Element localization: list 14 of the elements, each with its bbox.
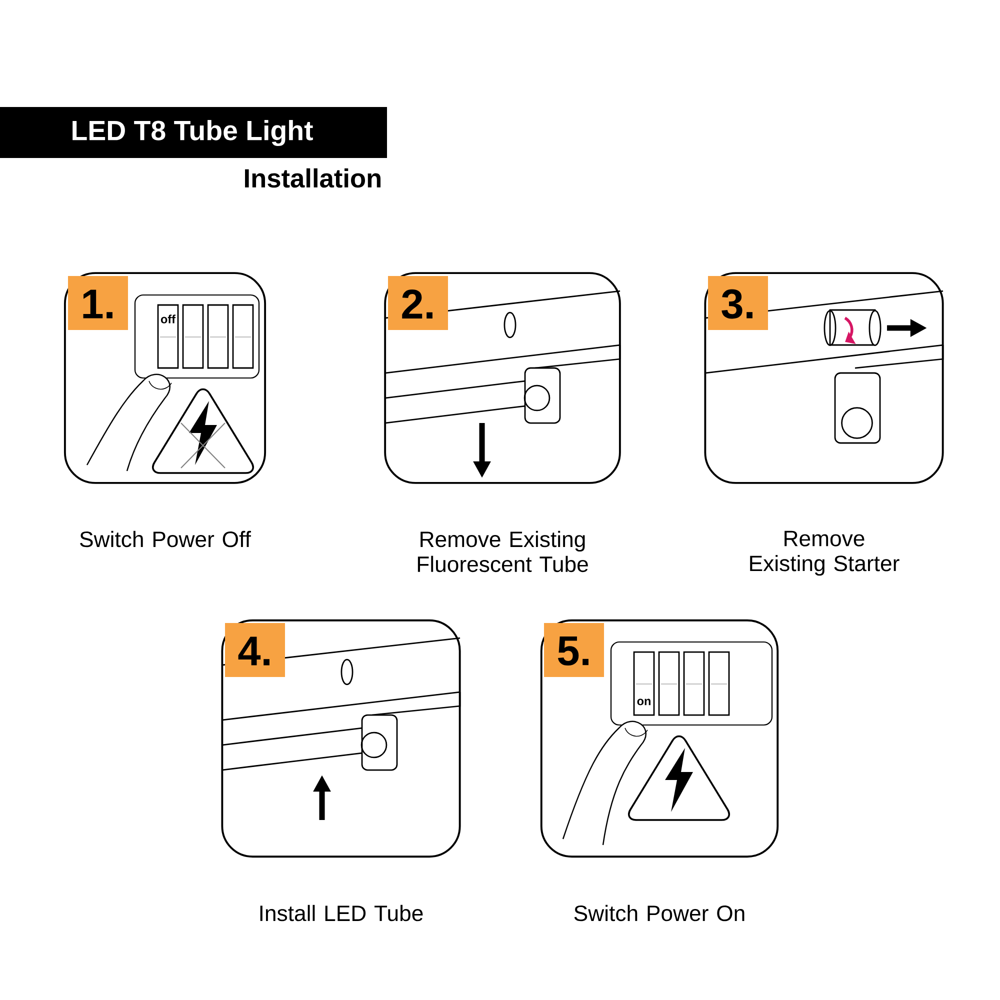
step-caption: Switch Power Off [80, 530, 251, 548]
switch-label: on [636, 698, 652, 706]
title-bar: LED T8 Tube Light [0, 107, 387, 158]
switch-label: off [160, 314, 176, 324]
step-caption: Switch Power On [574, 904, 744, 922]
subtitle: Installation [245, 168, 380, 188]
step-caption: Install LED Tube [260, 904, 423, 922]
step-number: 4. [225, 623, 285, 677]
step-number: 1. [68, 276, 128, 330]
step-caption: Remove Existing Fluorescent Tube [418, 530, 588, 572]
step-number: 2. [388, 276, 448, 330]
step-number: 3. [708, 276, 768, 330]
step-number: 5. [544, 623, 604, 677]
step-caption: Remove Existing Starter [750, 530, 900, 576]
